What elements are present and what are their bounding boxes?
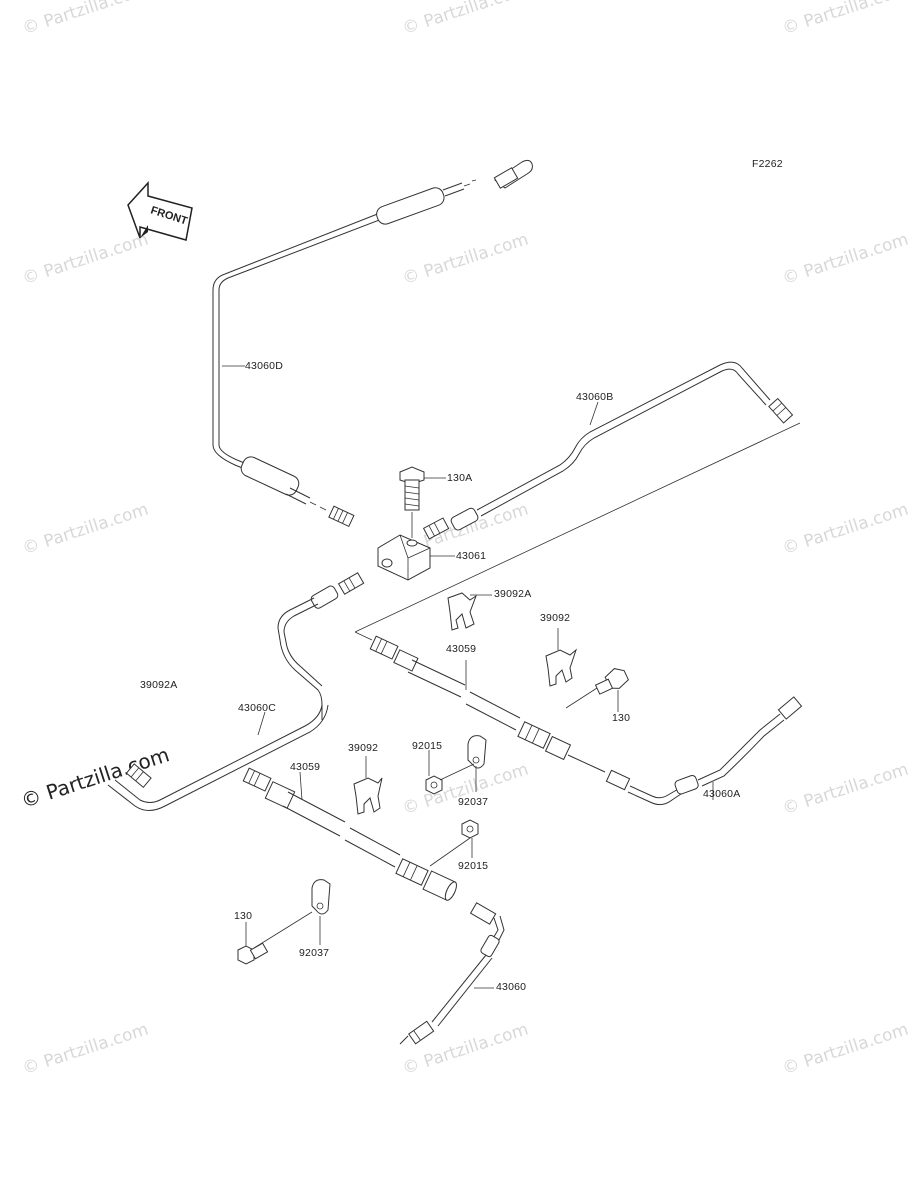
part-label-130-bottom: 130 [234,910,253,922]
part-label-43059-top: 43059 [446,643,477,655]
part-label-43059-bottom: 43059 [290,761,321,773]
part-label-43060C: 43060C [238,702,276,714]
part-label-92037-top: 92037 [458,796,489,808]
hose-43059-top [369,635,572,761]
bolt-130A [399,466,425,538]
hose-43059-bottom [242,767,457,901]
part-label-43061: 43061 [456,550,487,562]
part-label-39092A-top: 39092A [494,588,532,600]
joint-block-43061 [377,534,431,581]
part-label-39092-bottom: 39092 [348,742,379,754]
part-label-39092-top: 39092 [540,612,571,624]
part-label-43060A: 43060A [703,788,741,800]
brake-line-43060B [422,361,794,540]
bolt-130-bottom [237,942,269,965]
part-label-92037-bottom: 92037 [299,947,330,959]
clip-39092A-top [447,592,478,631]
part-label-92015-bottom: 92015 [458,860,489,872]
clamp-92037-bottom [311,879,331,915]
brake-line-43060 [399,902,505,1045]
brake-line-43060A [567,696,803,806]
brake-line-43060C [107,572,365,811]
part-label-130-right: 130 [612,712,631,724]
part-label-39092A-left: 39092A [140,679,178,691]
front-arrow-icon: FRONT [127,181,193,241]
bolt-130-right [565,668,629,709]
brake-line-43060D [212,159,533,528]
nut-92015-bottom [429,819,479,867]
nut-92015-top [425,775,443,795]
figure-code: F2262 [752,158,783,170]
part-label-92015-top: 92015 [412,740,443,752]
clamp-92037-top [439,735,487,781]
part-label-43060D: 43060D [245,360,283,372]
part-label-43060B: 43060B [576,391,614,403]
clip-39092-bottom [353,777,383,815]
part-label-130A: 130A [447,472,473,484]
part-label-43060: 43060 [496,981,527,993]
clip-39092-top [545,648,578,687]
